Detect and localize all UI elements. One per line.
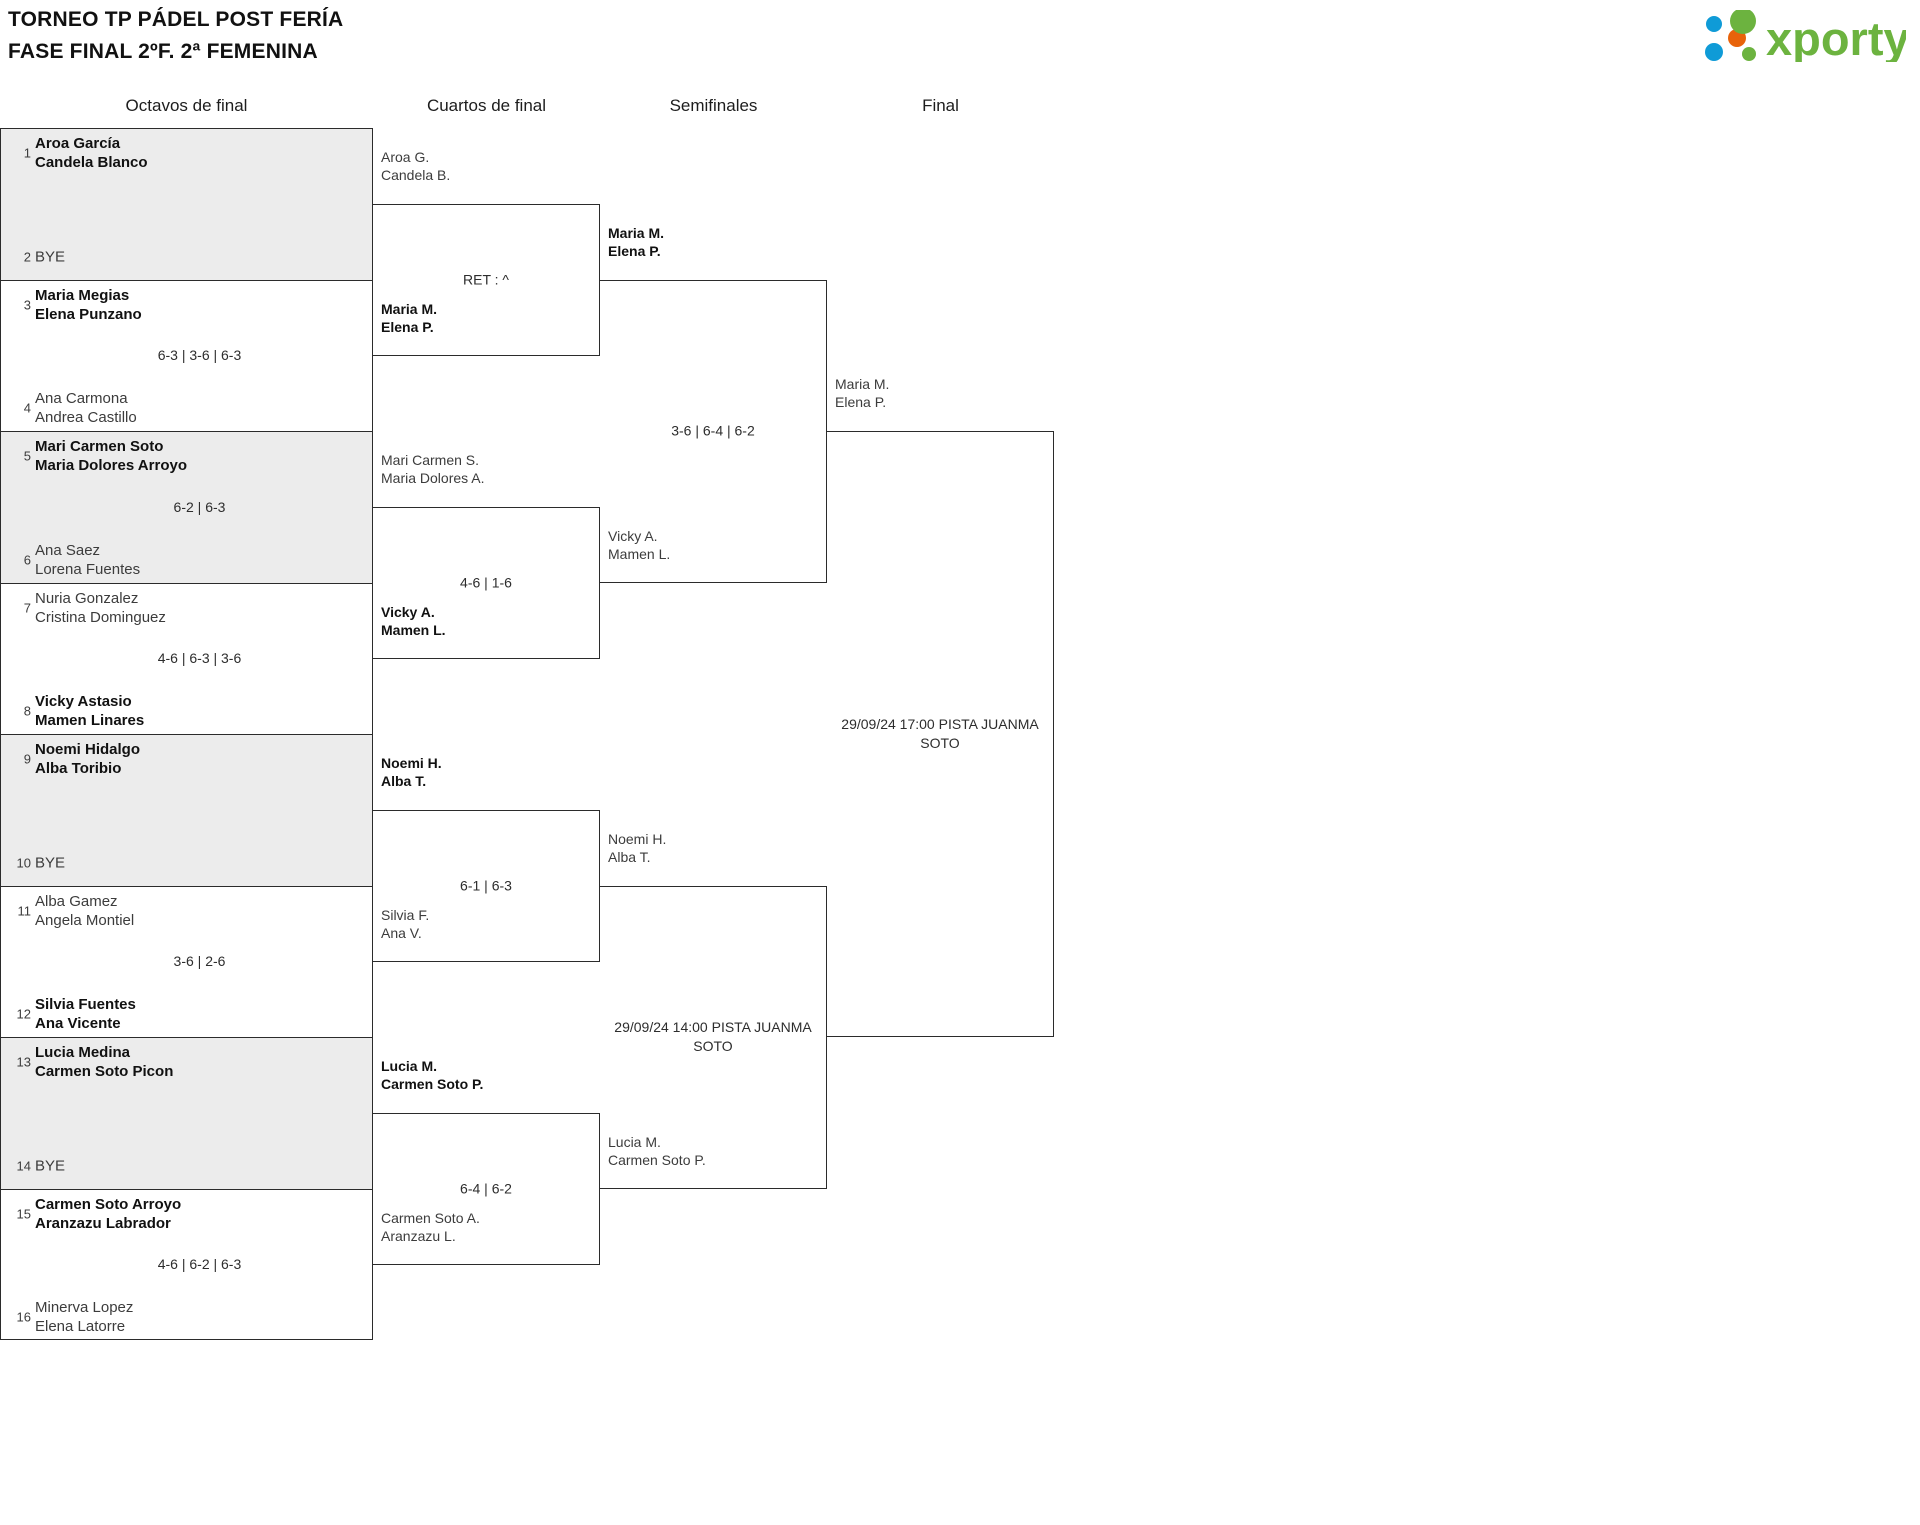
seed-number: 9 — [23, 751, 31, 767]
round3-match-box[interactable]: 3-6 | 6-4 | 6-2 — [600, 279, 827, 583]
round-header-semifinales: Semifinales — [669, 96, 758, 115]
r1-slot-bottom[interactable]: 2 BYE — [1, 233, 372, 281]
round3-team-bottom: Vicky A.Mamen L. — [608, 527, 671, 562]
r1-score: 3-6 | 2-6 — [173, 953, 226, 970]
r1-slot-bottom[interactable]: 14 BYE — [1, 1142, 372, 1190]
seed-number: 5 — [23, 448, 31, 464]
seed-number: 14 — [16, 1158, 31, 1173]
round3-score: 29/09/24 14:00 PISTA JUANMA SOTO — [614, 1019, 812, 1055]
seed-number: 10 — [16, 855, 31, 870]
svg-text:xporty: xporty — [1766, 12, 1906, 62]
seed-number: 7 — [23, 600, 31, 615]
round3-score: 3-6 | 6-4 | 6-2 — [671, 422, 755, 439]
team-names: BYE — [35, 854, 66, 871]
seed-number: 13 — [16, 1054, 31, 1070]
round2-score: 4-6 | 1-6 — [460, 574, 512, 591]
round3-team-bottom: Lucia M.Carmen Soto P. — [608, 1133, 706, 1168]
r1-slot-bottom[interactable]: 10 BYE — [1, 839, 372, 887]
seed-number: 2 — [23, 249, 31, 264]
round2-team-top: Noemi H.Alba T. — [381, 755, 442, 789]
seed-number: 15 — [16, 1206, 31, 1221]
round2-match-box[interactable]: 6-4 | 6-2 — [373, 1113, 600, 1265]
round2-team-top: Lucia M.Carmen Soto P. — [381, 1058, 484, 1092]
team-names: BYE — [35, 248, 66, 265]
tournament-phase: FASE FINAL 2ºF. 2ª FEMENINA — [8, 40, 318, 63]
seed-number: 11 — [17, 903, 32, 918]
round2-match-box[interactable]: 4-6 | 1-6 — [373, 507, 600, 659]
seed-number: 1 — [23, 145, 31, 161]
seed-number: 4 — [23, 400, 31, 416]
team-names: BYE — [35, 1157, 66, 1174]
r1-score: 6-3 | 3-6 | 6-3 — [157, 347, 242, 364]
round-header-final: Final — [922, 96, 959, 115]
round2-team-bottom: Vicky A.Mamen L. — [381, 603, 446, 638]
round2-team-top: Mari Carmen S.Maria Dolores A. — [381, 452, 485, 486]
round4-team-top: Maria M.Elena P. — [835, 376, 890, 411]
round2-match-box[interactable]: 6-1 | 6-3 — [373, 810, 600, 962]
round2-match-box[interactable]: RET : ^ — [373, 204, 600, 356]
seed-number: 3 — [23, 297, 31, 312]
round2-team-top: Aroa G.Candela B. — [381, 149, 451, 183]
seed-number: 12 — [16, 1006, 31, 1022]
round-header-cuartos: Cuartos de final — [426, 96, 547, 115]
page-title: TORNEO TP PÁDEL POST FERÍA FASE FINAL 2º… — [8, 4, 343, 68]
seed-number: 16 — [16, 1309, 31, 1325]
round-header-octavos: Octavos de final — [125, 96, 248, 115]
round4-match-box[interactable]: 29/09/24 17:00 PISTA JUANMA SOTO — [827, 431, 1054, 1038]
round2-score: RET : ^ — [463, 271, 509, 288]
round3-match-box[interactable]: 29/09/24 14:00 PISTA JUANMA SOTO — [600, 885, 827, 1189]
r1-score: 4-6 | 6-2 | 6-3 — [157, 1256, 242, 1273]
seed-number: 6 — [23, 552, 31, 567]
round3-team-top: Noemi H.Alba T. — [608, 830, 667, 865]
round3-team-top: Maria M.Elena P. — [608, 224, 665, 259]
xporty-logo[interactable]: xporty — [1696, 8, 1906, 64]
r1-score: 4-6 | 6-3 | 3-6 — [157, 650, 242, 667]
round2-team-bottom: Silvia F.Ana V. — [381, 906, 430, 941]
r1-score: 6-2 | 6-3 — [173, 498, 226, 515]
round2-team-bottom: Maria M.Elena P. — [381, 300, 438, 335]
seed-number: 8 — [23, 703, 31, 719]
round2-score: 6-4 | 6-2 — [460, 1180, 512, 1197]
round2-score: 6-1 | 6-3 — [460, 877, 512, 894]
round4-score: 29/09/24 17:00 PISTA JUANMA SOTO — [841, 716, 1039, 752]
tournament-name: TORNEO TP PÁDEL POST FERÍA — [8, 8, 344, 31]
round2-team-bottom: Carmen Soto A.Aranzazu L. — [381, 1209, 480, 1244]
